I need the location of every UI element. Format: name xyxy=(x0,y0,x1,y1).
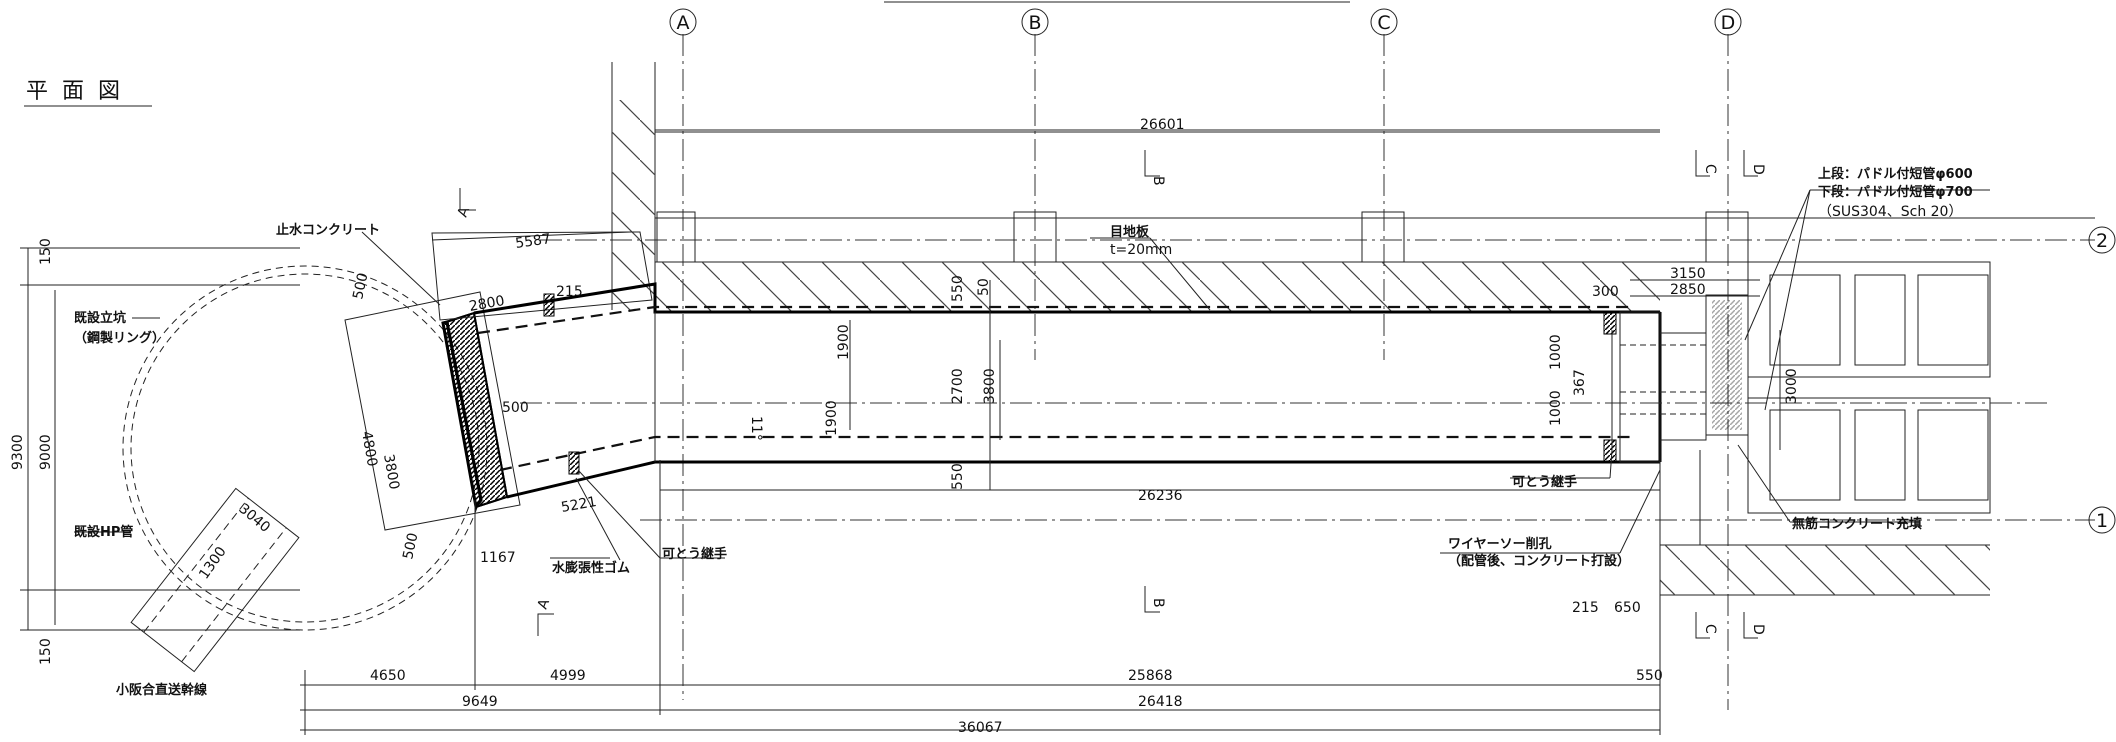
dim-4800: 4800 xyxy=(358,430,380,468)
section-markers xyxy=(459,150,1758,639)
section-c-top: C xyxy=(1702,164,1718,174)
dim-1900-b: 1900 xyxy=(824,400,840,436)
label-joint-plate-2: t=20mm xyxy=(1110,242,1172,258)
dim-26601: 26601 xyxy=(1140,117,1185,133)
dim-3150: 3150 xyxy=(1670,266,1706,282)
existing-hp-pipe xyxy=(130,487,300,673)
existing-structure xyxy=(611,62,1749,313)
section-d-bottom: D xyxy=(1750,624,1766,635)
dim-9000: 9000 xyxy=(38,434,54,470)
dim-4999: 4999 xyxy=(550,668,586,684)
dim-215-left: 215 xyxy=(556,284,583,300)
label-hp-pipe: 既設HP管 xyxy=(74,524,133,540)
label-shisui-concrete: 止水コンクリート xyxy=(276,222,380,238)
grid-axes: A B C D 2 1 xyxy=(540,8,2116,710)
dim-550-bottom: 550 xyxy=(950,463,966,490)
dim-500-b: 500 xyxy=(502,400,529,416)
dimension-texts: 26601 5587 2800 215 500 500 500 3800 480… xyxy=(10,117,1800,736)
existing-shaft xyxy=(122,265,488,631)
grid-label-c: C xyxy=(1377,12,1390,34)
section-a-top: A xyxy=(455,204,473,219)
grid-label-d: D xyxy=(1721,12,1736,34)
section-b-top: B xyxy=(1150,176,1166,186)
dim-9300: 9300 xyxy=(10,434,26,470)
label-flex-joint-right: 可とう継手 xyxy=(1512,474,1577,490)
dim-500-c: 500 xyxy=(400,531,421,560)
dim-5221: 5221 xyxy=(560,494,598,516)
grid-label-2: 2 xyxy=(2096,230,2108,252)
dim-2800: 2800 xyxy=(468,293,506,315)
dim-1167: 1167 xyxy=(480,550,516,566)
section-d-top: D xyxy=(1750,164,1766,175)
culvert-outline xyxy=(473,282,2050,499)
label-wire-saw-2: （配管後、コンクリート打設） xyxy=(1448,553,1630,569)
section-a-bottom: A xyxy=(535,596,553,611)
label-joint-plate-1: 目地板 xyxy=(1110,224,1150,240)
dim-3800-a: 3800 xyxy=(380,453,402,491)
dim-500-a: 500 xyxy=(350,271,371,300)
label-trunk-line: 小阪合直送幹線 xyxy=(116,682,208,698)
label-plain-concrete: 無筋コンクリート充填 xyxy=(1792,516,1922,532)
label-paddle-material: （SUS304、Sch 20） xyxy=(1818,204,1962,220)
dim-26418: 26418 xyxy=(1138,694,1183,710)
dim-2700: 2700 xyxy=(950,368,966,404)
title-text: 平面図 xyxy=(26,79,134,104)
dim-2850: 2850 xyxy=(1670,282,1706,298)
section-c-bottom: C xyxy=(1702,624,1718,634)
grid-label-b: B xyxy=(1028,12,1041,34)
label-paddle-upper: 上段：パドル付短管φ600 xyxy=(1818,166,1973,182)
dimension-lines xyxy=(20,131,1781,735)
label-swelling-rubber: 水膨張性ゴム xyxy=(552,560,630,576)
dim-3040: 3040 xyxy=(235,501,273,536)
dim-150-bottom: 150 xyxy=(38,638,54,665)
dim-215-right: 215 xyxy=(1572,600,1599,616)
grid-label-a: A xyxy=(677,12,690,34)
dim-9649: 9649 xyxy=(462,694,498,710)
dim-11-deg: 11° xyxy=(748,416,764,441)
dim-5587: 5587 xyxy=(514,231,552,252)
dim-1000-a: 1000 xyxy=(1548,334,1564,370)
dim-3000: 3000 xyxy=(1784,368,1800,404)
label-flex-joint-left: 可とう継手 xyxy=(662,546,727,562)
drawing-title: 平面図 xyxy=(24,79,152,107)
dim-50: 50 xyxy=(976,278,992,296)
dim-1000-b: 1000 xyxy=(1548,390,1564,426)
dim-4650: 4650 xyxy=(370,668,406,684)
label-paddle-lower: 下段：パドル付短管φ700 xyxy=(1818,184,1973,200)
dim-1900-a: 1900 xyxy=(836,324,852,360)
grid-label-1: 1 xyxy=(2096,510,2108,532)
label-shaft-1: 既設立坑 xyxy=(74,310,126,326)
dim-367: 367 xyxy=(1572,369,1588,396)
dim-550-end: 550 xyxy=(1636,668,1663,684)
dim-300: 300 xyxy=(1592,284,1619,300)
right-structure xyxy=(1659,217,2095,596)
dim-1300: 1300 xyxy=(196,544,230,582)
section-b-bottom: B xyxy=(1150,598,1166,608)
label-wire-saw-1: ワイヤーソー削孔 xyxy=(1448,536,1552,552)
label-shaft-2: （鋼製リング） xyxy=(74,330,165,346)
inlet-structure xyxy=(344,231,653,531)
dim-25868: 25868 xyxy=(1128,668,1173,684)
dim-36067: 36067 xyxy=(958,720,1003,736)
leader-lines xyxy=(74,189,1990,561)
dim-3800-b: 3800 xyxy=(982,368,998,404)
dim-650: 650 xyxy=(1614,600,1641,616)
dim-26236: 26236 xyxy=(1138,488,1183,504)
dim-550-top: 550 xyxy=(950,275,966,302)
dim-150-top: 150 xyxy=(38,238,54,265)
